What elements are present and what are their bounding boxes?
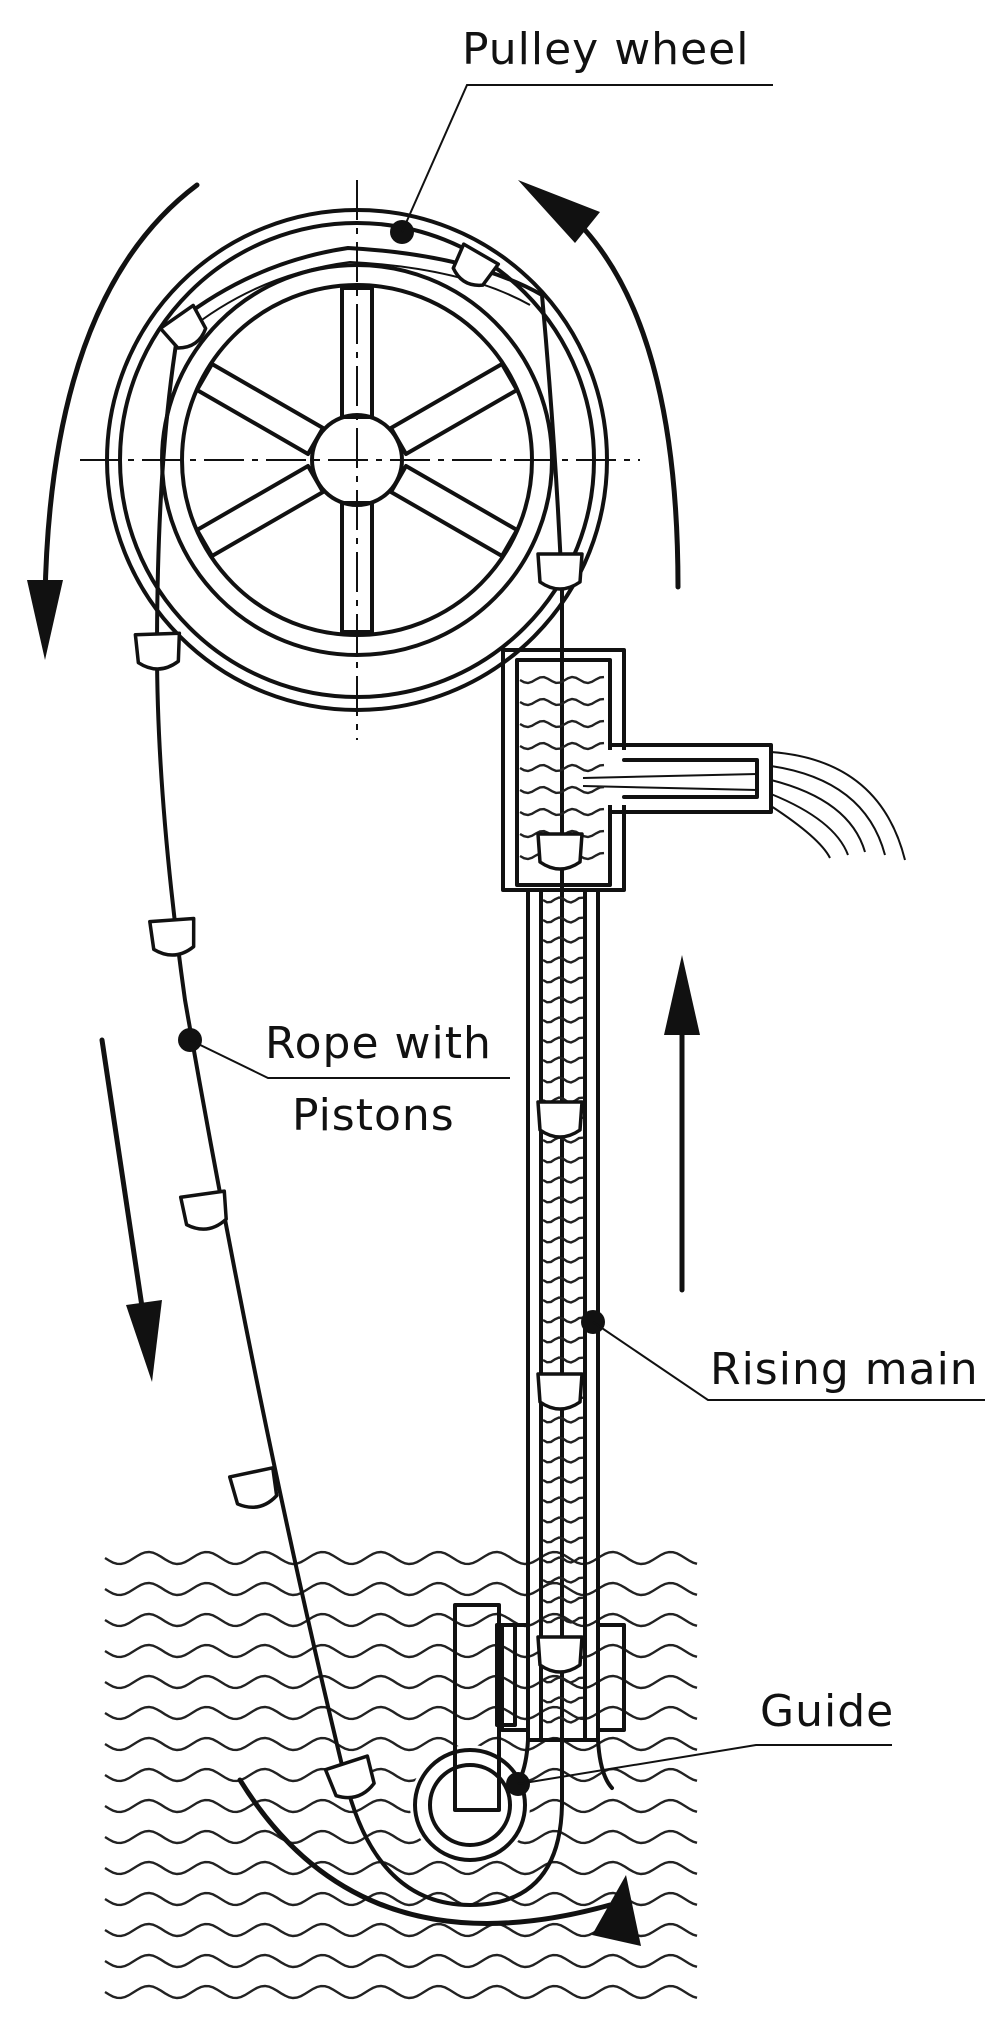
wave-line: [104, 1891, 698, 1907]
wave-line: [542, 1296, 584, 1304]
wave-line: [542, 1276, 584, 1284]
piston: [227, 1466, 279, 1509]
wave-line: [519, 741, 605, 751]
wave-line: [542, 1676, 584, 1684]
wave-line: [542, 1356, 584, 1364]
wave-line: [519, 785, 605, 795]
wave-line: [542, 1436, 584, 1444]
wave-line: [542, 1496, 584, 1504]
piston: [536, 1100, 584, 1139]
piston: [536, 1635, 584, 1674]
wave-line: [542, 1516, 584, 1524]
wave-line: [542, 916, 584, 924]
wave-line: [542, 1616, 584, 1624]
piston: [133, 631, 182, 671]
guide: [413, 1603, 527, 1862]
wheel-center-lines: [80, 180, 640, 740]
wave-line: [104, 1953, 698, 1969]
wave-line: [104, 1860, 698, 1876]
wave-line: [542, 1316, 584, 1324]
wave-line: [519, 763, 605, 773]
wave-line: [542, 1256, 584, 1264]
wave-line: [542, 1056, 584, 1064]
wave-line: [104, 1674, 698, 1690]
wave-line: [542, 1536, 584, 1544]
arrow-up-right-middle: [664, 955, 700, 1293]
pistons: [133, 242, 584, 1800]
arrow-up-right-top: [518, 180, 681, 590]
arrow-curve-bottom: [237, 1777, 641, 1946]
wave-line: [542, 956, 584, 964]
wave-line: [542, 1456, 584, 1464]
piston: [148, 916, 196, 957]
label-guide: Guide: [760, 1686, 894, 1737]
wave-line: [542, 896, 584, 904]
wave-line: [542, 1176, 584, 1184]
piston: [536, 1372, 584, 1411]
piston: [536, 832, 584, 871]
wave-line: [104, 1736, 698, 1752]
wave-line: [542, 1476, 584, 1484]
wave-line: [542, 1216, 584, 1224]
label-rope-line2: Pistons: [292, 1090, 455, 1141]
wave-line: [519, 807, 605, 817]
wave-line: [542, 1716, 584, 1724]
arrow-down-left-middle: [99, 1037, 162, 1382]
wave-line: [542, 1156, 584, 1164]
arrow-down-left-top: [27, 182, 200, 660]
wave-line: [104, 1643, 698, 1659]
wave-line: [519, 697, 605, 707]
pulley-wheel: [80, 180, 640, 740]
wave-line: [542, 1696, 584, 1704]
wave-line: [542, 976, 584, 984]
wave-line: [542, 1556, 584, 1564]
label-rope-line1: Rope with: [265, 1018, 492, 1069]
label-pulley-wheel: Pulley wheel: [462, 24, 749, 75]
wave-line: [104, 1705, 698, 1721]
outflow-water: [770, 751, 906, 861]
wave-line: [542, 1336, 584, 1344]
wave-line: [104, 1581, 698, 1597]
labels: Pulley wheel Rope with Pistons Rising ma…: [265, 24, 979, 1737]
piston: [323, 1754, 376, 1800]
wave-line: [542, 1576, 584, 1584]
wave-line: [542, 1596, 584, 1604]
wave-line: [104, 1798, 698, 1814]
wave-line: [542, 996, 584, 1004]
wave-line: [542, 936, 584, 944]
direction-arrows: [27, 180, 700, 1946]
label-rising-main: Rising main: [710, 1344, 979, 1395]
leader-lines: [178, 84, 985, 1796]
wheel-spokes: [195, 286, 519, 634]
wave-line: [542, 1236, 584, 1244]
wave-line: [519, 675, 605, 685]
wave-line: [542, 1196, 584, 1204]
wave-line: [542, 1416, 584, 1424]
wave-line: [104, 1984, 698, 2000]
wave-line: [542, 1016, 584, 1024]
wave-line: [519, 719, 605, 729]
wave-line: [542, 1036, 584, 1044]
piston: [178, 1189, 228, 1231]
wave-line: [104, 1550, 698, 1566]
wave-line: [542, 1076, 584, 1084]
wave-line: [104, 1829, 698, 1845]
piston: [158, 303, 208, 350]
piston: [536, 552, 584, 591]
piston: [451, 242, 501, 288]
wave-line: [104, 1767, 698, 1783]
